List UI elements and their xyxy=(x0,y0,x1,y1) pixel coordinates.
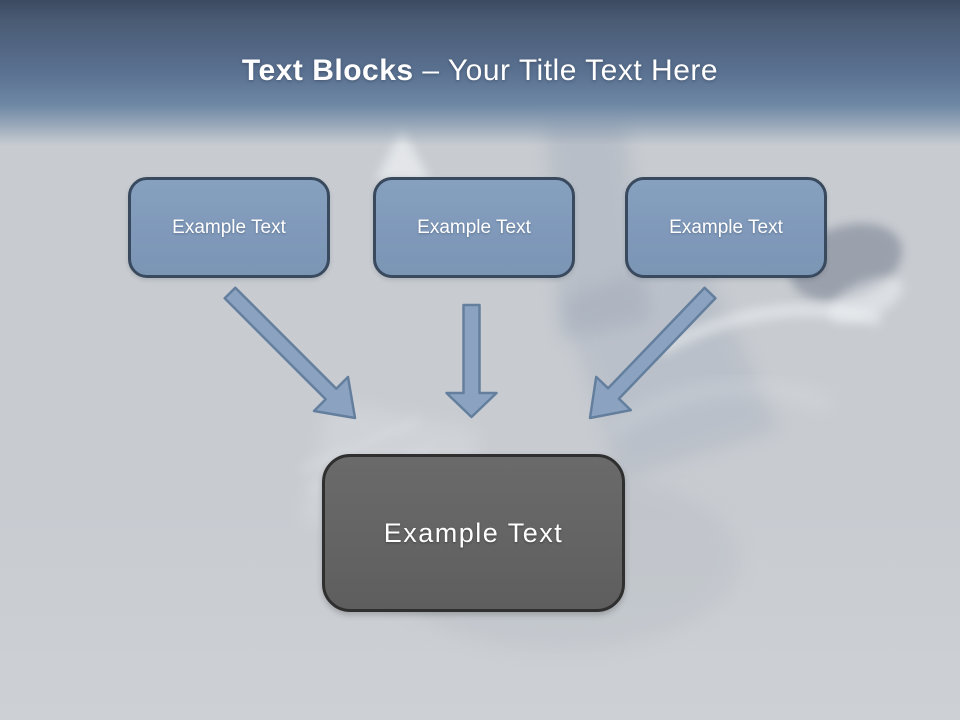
slide-title: Text Blocks – Your Title Text Here xyxy=(0,54,960,88)
arrow-down-right-icon xyxy=(223,286,357,420)
arrow-down-left-icon xyxy=(588,286,717,420)
arrow-down-icon xyxy=(445,303,498,419)
slide-title-regular: – Your Title Text Here xyxy=(413,54,719,87)
slide-title-bold: Text Blocks xyxy=(241,54,414,87)
summary-block-label: Example Text xyxy=(383,517,564,548)
text-block-2: Example Text xyxy=(373,177,575,278)
summary-block: Example Text xyxy=(322,454,625,612)
text-block-3: Example Text xyxy=(625,177,827,278)
text-block-3-label: Example Text xyxy=(669,216,783,238)
text-block-2-label: Example Text xyxy=(417,216,531,238)
text-block-1-label: Example Text xyxy=(172,216,286,238)
text-block-1: Example Text xyxy=(128,177,330,278)
header-band xyxy=(0,0,960,150)
